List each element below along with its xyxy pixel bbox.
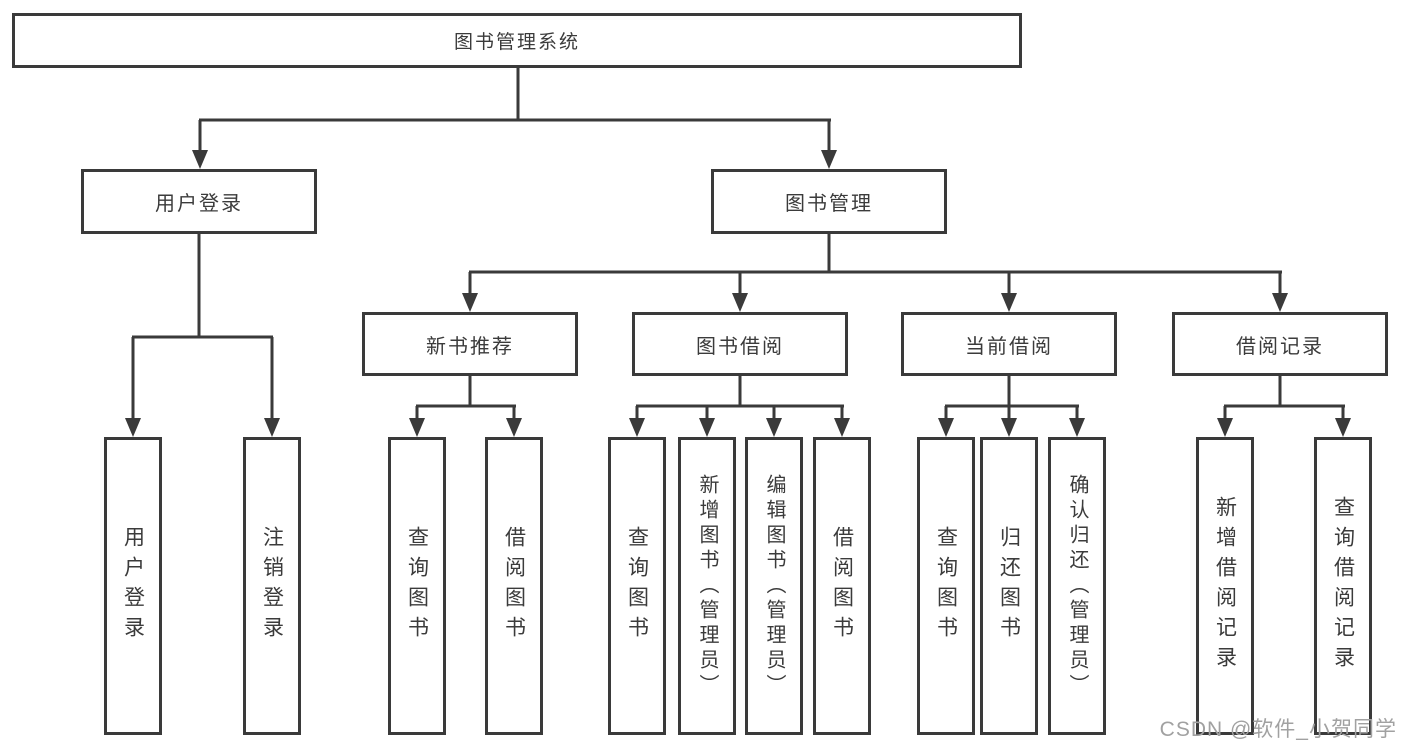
arrow-down-icon [1217, 418, 1233, 437]
connector-line [636, 404, 844, 408]
leaf-borrowing-query-books: 查询图书 [608, 437, 666, 735]
node-current-borrowing: 当前借阅 [901, 312, 1117, 376]
leaf-borrowing-query-books-label: 查询图书 [625, 526, 649, 646]
connector-line [198, 120, 202, 152]
node-borrowing-records: 借阅记录 [1172, 312, 1388, 376]
arrow-down-icon [462, 293, 478, 312]
arrow-down-icon [1001, 293, 1017, 312]
leaf-current-confirm-return-admin-label: 确认归还（管理员） [1066, 473, 1088, 699]
leaf-user-login-label: 用户登录 [121, 526, 145, 646]
node-book-management: 图书管理 [711, 169, 947, 234]
connector-line [1224, 404, 1345, 408]
connector-line [705, 406, 709, 421]
node-user-login-label: 用户登录 [155, 193, 243, 215]
leaf-recommend-query-books-label: 查询图书 [405, 526, 429, 646]
connector-line [944, 406, 948, 421]
leaf-recommend-borrow-books-label: 借阅图书 [502, 526, 526, 646]
leaf-current-return-books: 归还图书 [980, 437, 1038, 735]
connector-line [738, 376, 742, 407]
leaf-borrowing-edit-books-admin: 编辑图书（管理员） [745, 437, 803, 735]
arrow-down-icon [1272, 293, 1288, 312]
connector-line [772, 406, 776, 421]
connector-line [132, 335, 273, 339]
connector-line [468, 272, 472, 296]
connector-line [131, 337, 135, 420]
arrow-down-icon [1069, 418, 1085, 437]
arrow-down-icon [506, 418, 522, 437]
node-new-book-recommend: 新书推荐 [362, 312, 578, 376]
connector-line [827, 234, 831, 273]
connector-line [1007, 376, 1011, 407]
connector-line [468, 376, 472, 407]
connector-line [827, 120, 831, 152]
node-borrowing-records-label: 借阅记录 [1236, 335, 1324, 358]
arrow-down-icon [192, 150, 208, 169]
leaf-user-login: 用户登录 [104, 437, 162, 735]
arrow-down-icon [938, 418, 954, 437]
node-library-system: 图书管理系统 [12, 13, 1022, 68]
leaf-records-add-record: 新增借阅记录 [1196, 437, 1254, 735]
leaf-records-add-record-label: 新增借阅记录 [1213, 496, 1237, 676]
leaf-current-confirm-return-admin: 确认归还（管理员） [1048, 437, 1106, 735]
node-book-management-label: 图书管理 [785, 193, 873, 215]
leaf-current-query-books-label: 查询图书 [934, 526, 958, 646]
leaf-borrowing-edit-books-admin-label: 编辑图书（管理员） [763, 473, 785, 699]
arrow-down-icon [699, 418, 715, 437]
leaf-logout: 注销登录 [243, 437, 301, 735]
connector-line [635, 406, 639, 421]
connector-line [1007, 406, 1011, 421]
leaf-borrowing-borrow-books: 借阅图书 [813, 437, 871, 735]
connector-line [1223, 406, 1227, 421]
leaf-recommend-borrow-books: 借阅图书 [485, 437, 543, 735]
arrow-down-icon [834, 418, 850, 437]
connector-line [1278, 376, 1282, 407]
node-library-system-label: 图书管理系统 [453, 32, 580, 53]
connector-line [270, 337, 274, 420]
connector-line [469, 270, 1282, 274]
connector-line [416, 404, 516, 408]
leaf-current-query-books: 查询图书 [917, 437, 975, 735]
arrow-down-icon [629, 418, 645, 437]
leaf-records-query-record-label: 查询借阅记录 [1331, 496, 1355, 676]
connector-line [945, 404, 1079, 408]
connector-line [1007, 272, 1011, 296]
node-new-book-recommend-label: 新书推荐 [426, 335, 514, 358]
arrow-down-icon [264, 418, 280, 437]
leaf-borrowing-add-books-admin-label: 新增图书（管理员） [696, 473, 718, 699]
leaf-recommend-query-books: 查询图书 [388, 437, 446, 735]
connector-line [516, 68, 520, 121]
connector-line [1278, 272, 1282, 296]
connector-line [415, 406, 419, 421]
leaf-borrowing-add-books-admin: 新增图书（管理员） [678, 437, 736, 735]
arrow-down-icon [821, 150, 837, 169]
connector-line [1341, 406, 1345, 421]
arrow-down-icon [409, 418, 425, 437]
connector-line [840, 406, 844, 421]
leaf-borrowing-borrow-books-label: 借阅图书 [830, 526, 854, 646]
leaf-logout-label: 注销登录 [260, 526, 284, 646]
connector-line [197, 234, 201, 338]
arrow-down-icon [732, 293, 748, 312]
arrow-down-icon [1335, 418, 1351, 437]
connector-line [199, 118, 831, 122]
arrow-down-icon [766, 418, 782, 437]
connector-line [512, 406, 516, 421]
leaf-records-query-record: 查询借阅记录 [1314, 437, 1372, 735]
node-user-login: 用户登录 [81, 169, 317, 234]
arrow-down-icon [125, 418, 141, 437]
watermark: CSDN @软件_小贺同学 [1159, 718, 1397, 741]
node-current-borrowing-label: 当前借阅 [965, 335, 1053, 358]
leaf-current-return-books-label: 归还图书 [997, 526, 1021, 646]
connector-line [738, 272, 742, 296]
connector-line [1075, 406, 1079, 421]
node-book-borrowing: 图书借阅 [632, 312, 848, 376]
node-book-borrowing-label: 图书借阅 [696, 335, 784, 358]
arrow-down-icon [1001, 418, 1017, 437]
